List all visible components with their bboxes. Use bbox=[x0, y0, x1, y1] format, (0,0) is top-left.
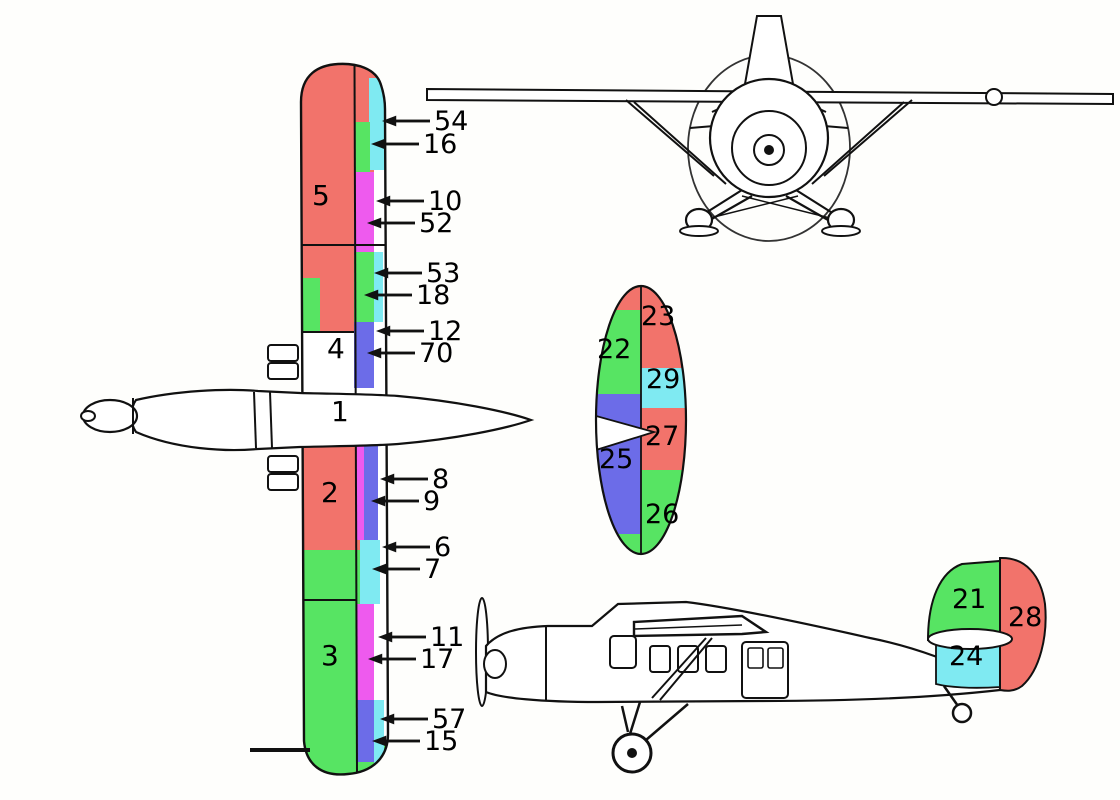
plan-region-label-1: 1 bbox=[331, 395, 349, 428]
callout-label: 52 bbox=[419, 207, 454, 239]
left-arrow-icon bbox=[368, 653, 416, 665]
callout-label: 53 bbox=[426, 257, 461, 289]
left-arrow-icon bbox=[371, 495, 419, 507]
callout-label: 54 bbox=[434, 105, 469, 137]
stab-label-25: 25 bbox=[599, 444, 634, 475]
callout-15: 15 bbox=[372, 727, 458, 755]
left-arrow-icon bbox=[378, 631, 426, 643]
callout-57: 57 bbox=[380, 705, 466, 733]
callout-label: 57 bbox=[432, 703, 467, 735]
stabilizer-view-drawing bbox=[594, 284, 688, 556]
plan-view-drawing bbox=[80, 62, 535, 776]
callout-label: 70 bbox=[419, 337, 454, 369]
stab-label-23: 23 bbox=[641, 301, 676, 332]
callout-label: 15 bbox=[424, 725, 459, 757]
callout-8: 8 bbox=[380, 465, 449, 493]
left-arrow-icon bbox=[371, 138, 419, 150]
callout-16: 16 bbox=[371, 130, 457, 158]
left-arrow-icon bbox=[380, 713, 428, 725]
front-view-drawing bbox=[426, 15, 1114, 242]
left-arrow-icon bbox=[372, 735, 420, 747]
left-arrow-icon bbox=[367, 217, 415, 229]
side-label-24: 24 bbox=[949, 641, 984, 672]
stab-label-27: 27 bbox=[645, 421, 680, 452]
left-arrow-icon bbox=[382, 541, 430, 553]
callout-label: 11 bbox=[430, 621, 465, 653]
callout-label: 12 bbox=[428, 315, 463, 347]
callout-label: 17 bbox=[420, 643, 455, 675]
callout-11: 11 bbox=[378, 623, 464, 651]
left-arrow-icon bbox=[382, 115, 430, 127]
callout-label: 6 bbox=[434, 531, 452, 563]
callout-53: 53 bbox=[374, 259, 460, 287]
side-label-21: 21 bbox=[952, 584, 987, 615]
left-arrow-icon bbox=[372, 563, 420, 575]
callout-7: 7 bbox=[372, 555, 441, 583]
left-arrow-icon bbox=[380, 473, 428, 485]
callout-label: 10 bbox=[428, 185, 463, 217]
callout-70: 70 bbox=[367, 339, 453, 367]
callout-54: 54 bbox=[382, 107, 468, 135]
stab-label-26: 26 bbox=[645, 499, 680, 530]
side-label-28: 28 bbox=[1008, 602, 1043, 633]
left-arrow-icon bbox=[376, 325, 424, 337]
callout-52: 52 bbox=[367, 209, 453, 237]
callout-17: 17 bbox=[368, 645, 454, 673]
plan-region-label-2: 2 bbox=[321, 476, 339, 509]
plan-region-label-3: 3 bbox=[321, 639, 339, 672]
left-arrow-icon bbox=[364, 289, 412, 301]
callout-18: 18 bbox=[364, 281, 450, 309]
stab-label-22: 22 bbox=[597, 334, 632, 365]
callout-label: 9 bbox=[423, 485, 441, 517]
callout-12: 12 bbox=[376, 317, 462, 345]
callout-9: 9 bbox=[371, 487, 440, 515]
left-arrow-icon bbox=[367, 347, 415, 359]
callout-6: 6 bbox=[382, 533, 451, 561]
plan-region-label-4: 4 bbox=[327, 332, 345, 365]
callout-10: 10 bbox=[376, 187, 462, 215]
left-arrow-icon bbox=[374, 267, 422, 279]
stab-label-29: 29 bbox=[646, 364, 681, 395]
side-view-drawing bbox=[475, 556, 1047, 774]
callout-label: 7 bbox=[424, 553, 442, 585]
callout-label: 18 bbox=[416, 279, 451, 311]
plan-region-label-5: 5 bbox=[312, 179, 330, 212]
left-arrow-icon bbox=[376, 195, 424, 207]
callout-label: 8 bbox=[432, 463, 450, 495]
callout-label: 16 bbox=[423, 128, 458, 160]
